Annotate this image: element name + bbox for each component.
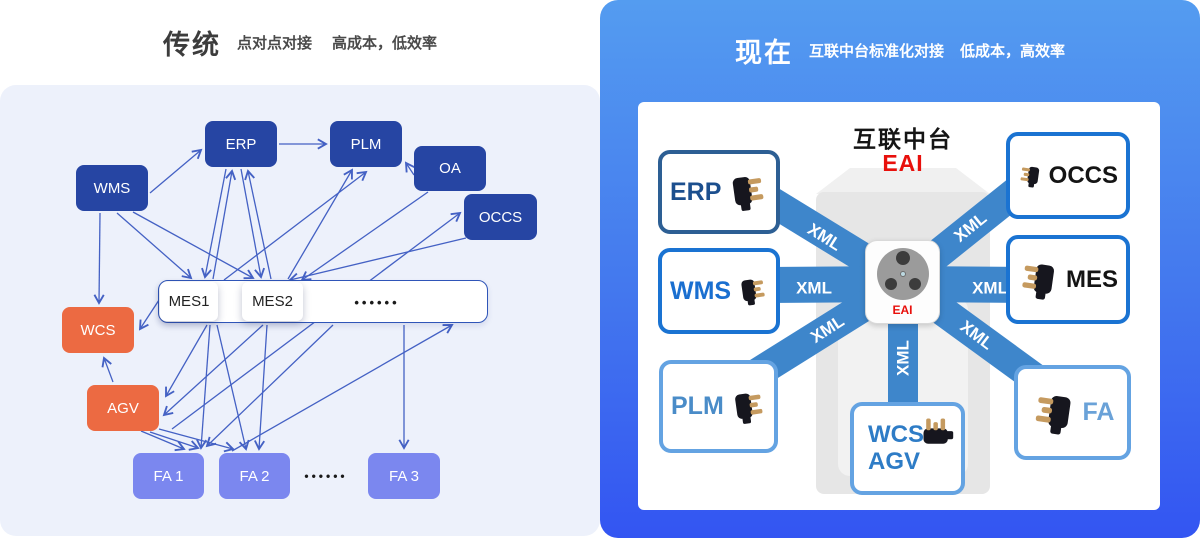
- power-plug-icon: [734, 393, 763, 424]
- node-occs: OCCS: [464, 194, 537, 240]
- arrow-group: [93, 138, 467, 453]
- eai-socket: EAI: [865, 240, 940, 324]
- rnode-erp-label: ERP: [670, 177, 722, 206]
- rnode-wcs-agv: WCS AGV: [850, 402, 965, 495]
- node-agv-label: AGV: [107, 399, 139, 417]
- modern-panel: 现在 互联中台标准化对接 低成本，高效率: [600, 0, 1200, 538]
- node-mes1-label: MES1: [168, 293, 210, 310]
- node-wcs-label: WCS: [80, 321, 116, 339]
- node-occs-label: OCCS: [478, 208, 523, 226]
- rnode-occs-label: OCCS: [1048, 161, 1118, 189]
- rnode-agv-label: AGV: [868, 447, 921, 475]
- rnode-wcs-label: WCS: [868, 421, 924, 449]
- traditional-subtitle-cost: 高成本，低效率: [332, 35, 438, 52]
- node-erp: ERP: [205, 121, 277, 167]
- rnode-mes-label: MES: [1065, 265, 1118, 293]
- fa-ellipsis: ••••••: [304, 469, 348, 483]
- node-wms: WMS: [76, 165, 148, 211]
- mes-ellipsis: ••••••: [354, 294, 400, 310]
- node-erp-label: ERP: [225, 135, 257, 153]
- xml-label-mes: XML: [972, 278, 1008, 297]
- rnode-mes: MES: [1006, 235, 1130, 324]
- xml-labels: XML XML XML XML XML XML XML: [796, 209, 1008, 376]
- power-plug-icon: [733, 177, 764, 211]
- node-mes1: MES1: [160, 282, 218, 321]
- modern-header: 现在 互联中台标准化对接 低成本，高效率: [600, 0, 1200, 100]
- xml-label-wms: XML: [796, 278, 832, 297]
- hub-title: 互联中台: [853, 126, 953, 152]
- node-fa1: FA 1: [133, 453, 204, 499]
- traditional-panel: WMS ERP PLM OA OCCS MES1 MES2 •••••• WCS…: [0, 85, 600, 536]
- node-mes2-label: MES2: [252, 293, 293, 310]
- node-oa-label: OA: [439, 160, 461, 177]
- traditional-header: 传统 点对点对接 高成本，低效率: [0, 0, 600, 85]
- power-socket-icon: [877, 248, 929, 300]
- power-plug-icon: [741, 279, 765, 306]
- traditional-subtitle-method: 点对点对接: [236, 35, 312, 52]
- rnode-plm-label: PLM: [671, 392, 724, 420]
- node-fa1-label: FA 1: [153, 467, 184, 485]
- modern-subtitle-method: 互联中台标准化对接: [808, 42, 944, 60]
- rnode-wms: WMS: [658, 248, 780, 334]
- rnode-erp: ERP: [658, 150, 780, 234]
- eai-hub-card: XML XML XML XML XML XML XML 互联中台 EAI ERP…: [638, 102, 1160, 510]
- power-plug-icon: [1022, 264, 1055, 300]
- power-plug-icon: [1020, 166, 1040, 188]
- rnode-fa-label: FA: [1082, 398, 1115, 426]
- hub-name: EAI: [882, 150, 924, 176]
- node-agv: AGV: [87, 385, 159, 431]
- node-oa: OA: [414, 146, 486, 191]
- traditional-title: 传统: [162, 30, 221, 60]
- modern-title: 现在: [734, 37, 793, 68]
- modern-subtitle-cost: 低成本，高效率: [960, 42, 1066, 60]
- rnode-wms-label: WMS: [670, 276, 732, 305]
- node-fa2: FA 2: [219, 453, 290, 499]
- rnode-plm: PLM: [659, 360, 778, 453]
- node-fa2-label: FA 2: [239, 467, 270, 485]
- node-fa3-label: FA 3: [388, 467, 420, 485]
- point-to-point-arrows: [93, 138, 467, 453]
- rnode-fa: FA: [1014, 365, 1131, 460]
- node-plm: PLM: [330, 121, 402, 167]
- socket-eai-label: EAI: [892, 303, 913, 317]
- node-mes2: MES2: [242, 282, 303, 321]
- node-wcs: WCS: [62, 307, 134, 353]
- rnode-occs: OCCS: [1006, 132, 1130, 219]
- traditional-diagram: WMS ERP PLM OA OCCS MES1 MES2 •••••• WCS…: [0, 85, 600, 536]
- node-plm-label: PLM: [350, 135, 382, 153]
- xml-label-wcs: XML: [893, 340, 912, 376]
- power-plug-icon: [1035, 395, 1070, 434]
- node-wms-label: WMS: [93, 179, 131, 197]
- power-plug-icon: [923, 418, 954, 444]
- node-fa3: FA 3: [368, 453, 440, 499]
